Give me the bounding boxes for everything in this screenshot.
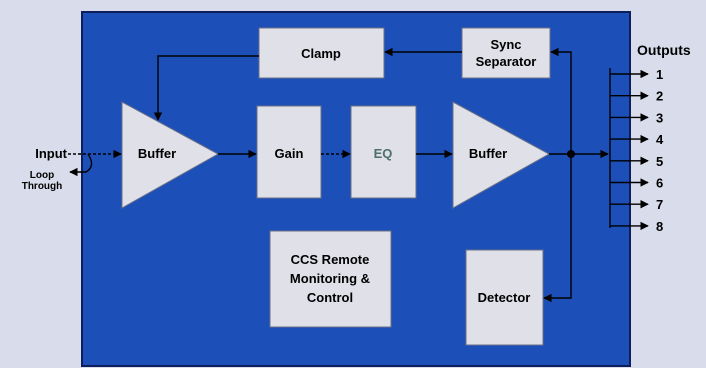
clamp-block (258, 27, 385, 79)
ccs-remote-block (269, 230, 392, 328)
sync-separator-block (461, 27, 551, 79)
gain-block (256, 105, 322, 199)
eq-block (350, 105, 417, 199)
output-number-7: 7 (656, 197, 663, 212)
output-number-8: 8 (656, 219, 663, 234)
to-detector-wire (543, 154, 572, 303)
output-number-5: 5 (656, 154, 663, 169)
output-numbers: 1 2 3 4 5 6 7 8 (656, 67, 664, 234)
loop-through-wire (69, 153, 93, 177)
output-number-3: 3 (656, 110, 663, 125)
output-number-6: 6 (656, 176, 663, 191)
detector-label: Detector (478, 290, 531, 305)
output-buffer-label: Buffer (469, 146, 507, 161)
clamp-to-buffer-wire (153, 55, 259, 121)
output-number-1: 1 (656, 67, 663, 82)
output-number-2: 2 (656, 89, 663, 104)
output-ticks (610, 69, 649, 231)
input-buffer-amplifier (121, 101, 220, 209)
output-buffer-amplifier (452, 101, 551, 209)
to-sync-separator-wire (550, 47, 572, 154)
eq-label: EQ (374, 146, 393, 161)
input-label: Input (35, 146, 67, 161)
detector-block (465, 249, 544, 346)
gain-label: Gain (275, 146, 304, 161)
clamp-label: Clamp (301, 46, 341, 61)
input-buffer-label: Buffer (138, 146, 176, 161)
outputs-label: Outputs (637, 42, 691, 58)
output-number-4: 4 (656, 132, 664, 147)
